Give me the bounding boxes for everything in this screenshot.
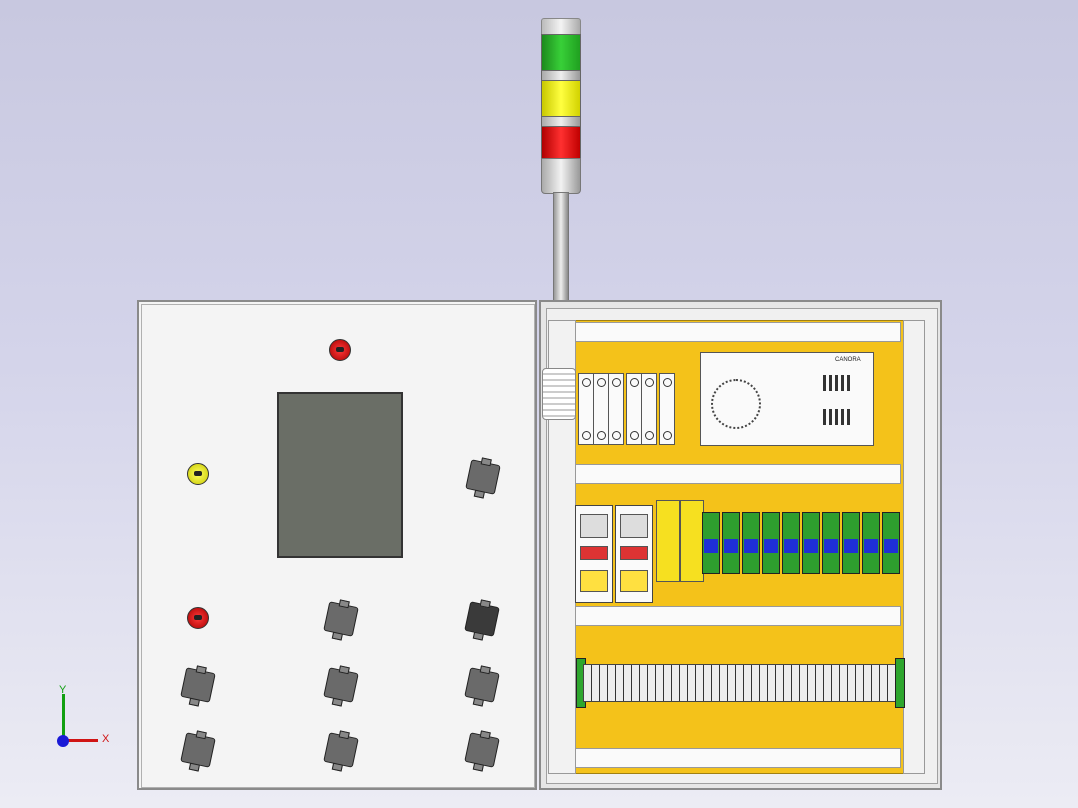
contactor-icon[interactable] — [615, 505, 653, 603]
cabinet-door[interactable] — [137, 300, 537, 790]
safety-relay-module[interactable] — [656, 500, 680, 582]
terminal-end-stop-right — [895, 658, 905, 708]
vent-slot — [829, 375, 832, 391]
signal-tower-pole — [553, 192, 569, 302]
x-axis-label: X — [102, 733, 110, 745]
tower-red-light — [541, 126, 581, 160]
vent-slot — [847, 409, 850, 425]
circuit-breaker-icon[interactable] — [578, 373, 594, 445]
selector-switch-5[interactable] — [464, 667, 500, 703]
relay-icon[interactable] — [702, 512, 720, 574]
relay-icon[interactable] — [742, 512, 760, 574]
origin-icon — [57, 735, 69, 747]
vent-slot — [823, 409, 826, 425]
relay-icon[interactable] — [882, 512, 900, 574]
right-wire-duct — [903, 320, 925, 774]
vent-slot — [841, 375, 844, 391]
selector-switch-7[interactable] — [323, 732, 359, 768]
relay-icon[interactable] — [802, 512, 820, 574]
selector-switch-8[interactable] — [464, 732, 500, 768]
relay-icon[interactable] — [822, 512, 840, 574]
indicator-lamp-red-top[interactable] — [329, 339, 351, 361]
signal-tower-base — [541, 158, 581, 194]
vent-slot — [835, 375, 838, 391]
tower-yellow-light — [541, 80, 581, 118]
relay-icon[interactable] — [782, 512, 800, 574]
wire-duct-top — [575, 322, 901, 342]
vent-slot — [841, 409, 844, 425]
cable-gland — [542, 368, 576, 420]
terminal-block-icon[interactable] — [583, 664, 901, 702]
indicator-lamp-yellow[interactable] — [187, 463, 209, 485]
y-axis-label: Y — [59, 684, 67, 696]
circuit-breaker-icon[interactable] — [659, 373, 675, 445]
circuit-breaker-icon[interactable] — [641, 373, 657, 445]
door-frame — [141, 304, 535, 788]
relay-icon[interactable] — [862, 512, 880, 574]
selector-switch-2[interactable] — [323, 601, 359, 637]
circuit-breaker-icon[interactable] — [608, 373, 624, 445]
circuit-breaker-icon[interactable] — [593, 373, 609, 445]
key-switch[interactable] — [464, 601, 500, 637]
selector-switch-6[interactable] — [180, 732, 216, 768]
contactor-icon[interactable] — [575, 505, 613, 603]
safety-relay-module[interactable] — [680, 500, 704, 582]
circuit-breaker-icon[interactable] — [626, 373, 642, 445]
relay-icon[interactable] — [762, 512, 780, 574]
wire-duct-lower — [575, 606, 901, 626]
fan-icon — [711, 379, 761, 429]
relay-icon[interactable] — [722, 512, 740, 574]
tower-green-light — [541, 34, 581, 72]
vent-slot — [823, 375, 826, 391]
vent-slot — [835, 409, 838, 425]
vent-slot — [829, 409, 832, 425]
y-axis-arrow-icon — [62, 694, 65, 740]
selector-switch-4[interactable] — [323, 667, 359, 703]
selector-switch-3[interactable] — [180, 667, 216, 703]
indicator-lamp-red-bottom[interactable] — [187, 607, 209, 629]
power-supply-unit: CANORA — [700, 352, 874, 446]
x-axis-arrow-icon — [62, 739, 98, 742]
relay-icon[interactable] — [842, 512, 860, 574]
wire-duct-bottom — [575, 748, 901, 768]
vent-slot — [847, 375, 850, 391]
hmi-touch-screen[interactable] — [277, 392, 403, 558]
psu-brand-label: CANORA — [835, 357, 861, 363]
wire-duct-upper — [575, 464, 901, 484]
selector-switch-1[interactable] — [465, 459, 501, 495]
